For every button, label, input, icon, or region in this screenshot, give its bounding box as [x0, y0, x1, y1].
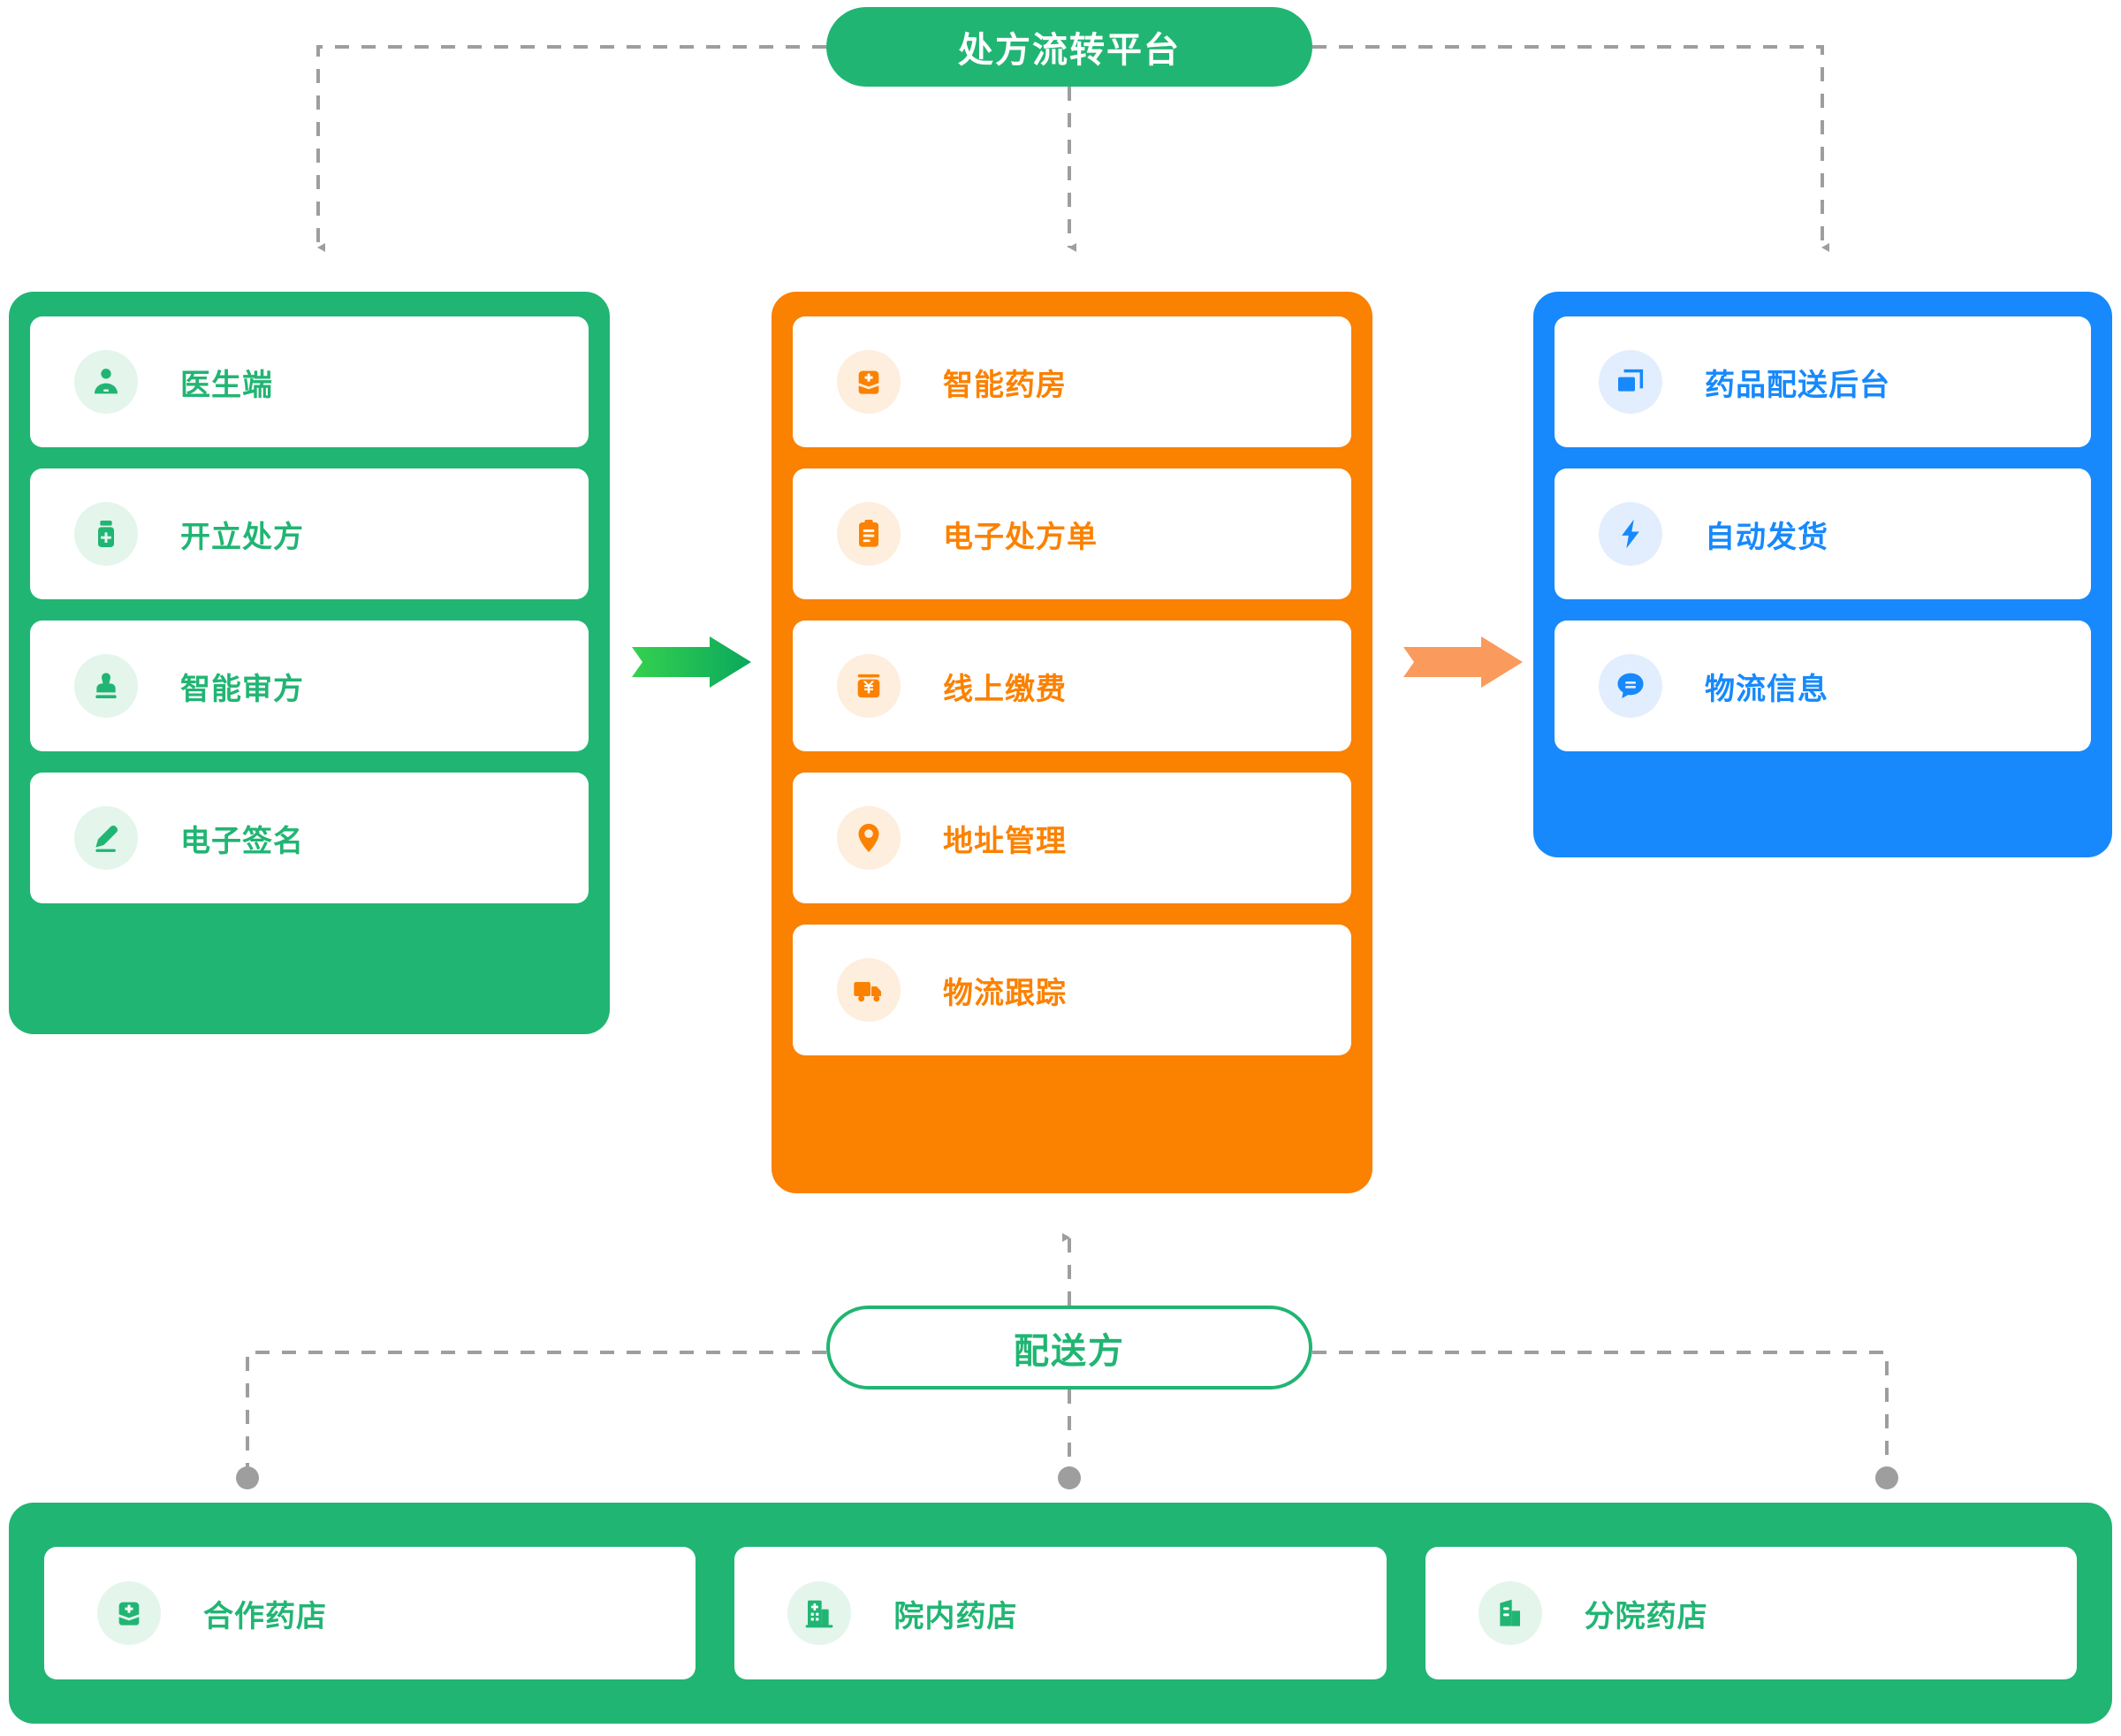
branch-building-icon [1478, 1581, 1542, 1645]
card-label: 医生端 [180, 368, 273, 402]
hospital-building-icon [787, 1581, 852, 1645]
card-logistics-info[interactable]: 物流信息 [1555, 621, 2091, 751]
column-delivery-backend: 药品配送后台 自动发货 物流信息 [1533, 292, 2112, 857]
card-label: 合作药店 [203, 1599, 327, 1633]
card-label: 药品配送后台 [1705, 368, 1890, 402]
card-label: 开立处方 [180, 520, 304, 554]
card-partner-pharmacy[interactable]: 合作药店 [44, 1547, 696, 1679]
pen-signature-icon [74, 806, 138, 870]
card-issue-prescription[interactable]: 开立处方 [30, 468, 589, 599]
card-label: 电子处方单 [943, 520, 1098, 554]
card-label: 智能审方 [180, 672, 304, 706]
yuan-payment-icon [837, 654, 901, 718]
clipboard-icon [837, 502, 901, 566]
page-title: 处方流转平台 [958, 31, 1181, 70]
card-online-payment[interactable]: 线上缴费 [793, 621, 1351, 751]
column-smart-pharmacy: 智能药房 电子处方单 线上缴 [772, 292, 1372, 1193]
flow-arrow-green [632, 636, 751, 688]
lightning-bolt-icon [1599, 502, 1662, 566]
card-delivery-backend[interactable]: 药品配送后台 [1555, 316, 2091, 447]
card-doctor-terminal[interactable]: 医生端 [30, 316, 589, 447]
stamp-icon [74, 654, 138, 718]
card-label: 线上缴费 [943, 672, 1067, 706]
map-pin-icon [837, 806, 901, 870]
delivery-party-label: 配送方 [1014, 1331, 1125, 1371]
card-label: 自动发货 [1705, 520, 1828, 554]
chat-bubble-icon [1599, 654, 1662, 718]
card-label: 院内药店 [893, 1599, 1018, 1633]
card-label: 地址管理 [943, 824, 1067, 858]
card-label: 物流跟踪 [943, 976, 1067, 1010]
pharmacy-partners-bar: 合作药店 院内药店 [9, 1503, 2112, 1724]
column-doctor-side: 医生端 开立处方 智能审方 [9, 292, 610, 1034]
medicine-bottle-icon [74, 502, 138, 566]
flow-arrow-orange [1403, 636, 1523, 688]
delivery-party-pill: 配送方 [826, 1306, 1312, 1390]
card-label: 物流信息 [1705, 672, 1828, 706]
pharmacy-bag-icon [837, 350, 901, 414]
card-inhospital-pharmacy[interactable]: 院内药店 [734, 1547, 1387, 1679]
card-electronic-signature[interactable]: 电子签名 [30, 773, 589, 903]
delivery-truck-icon [837, 958, 901, 1022]
card-label: 分院药店 [1584, 1599, 1708, 1633]
card-intelligent-review[interactable]: 智能审方 [30, 621, 589, 751]
platform-title-pill: 处方流转平台 [826, 7, 1312, 87]
card-electronic-prescription[interactable]: 电子处方单 [793, 468, 1351, 599]
card-label: 电子签名 [180, 824, 304, 858]
doctor-user-icon [74, 350, 138, 414]
card-auto-shipping[interactable]: 自动发货 [1555, 468, 2091, 599]
pharmacy-bag-icon [97, 1581, 161, 1645]
card-smart-pharmacy[interactable]: 智能药房 [793, 316, 1351, 447]
card-branch-pharmacy[interactable]: 分院药店 [1425, 1547, 2077, 1679]
window-layers-icon [1599, 350, 1662, 414]
card-logistics-tracking[interactable]: 物流跟踪 [793, 925, 1351, 1055]
card-label: 智能药房 [943, 368, 1067, 402]
card-address-management[interactable]: 地址管理 [793, 773, 1351, 903]
